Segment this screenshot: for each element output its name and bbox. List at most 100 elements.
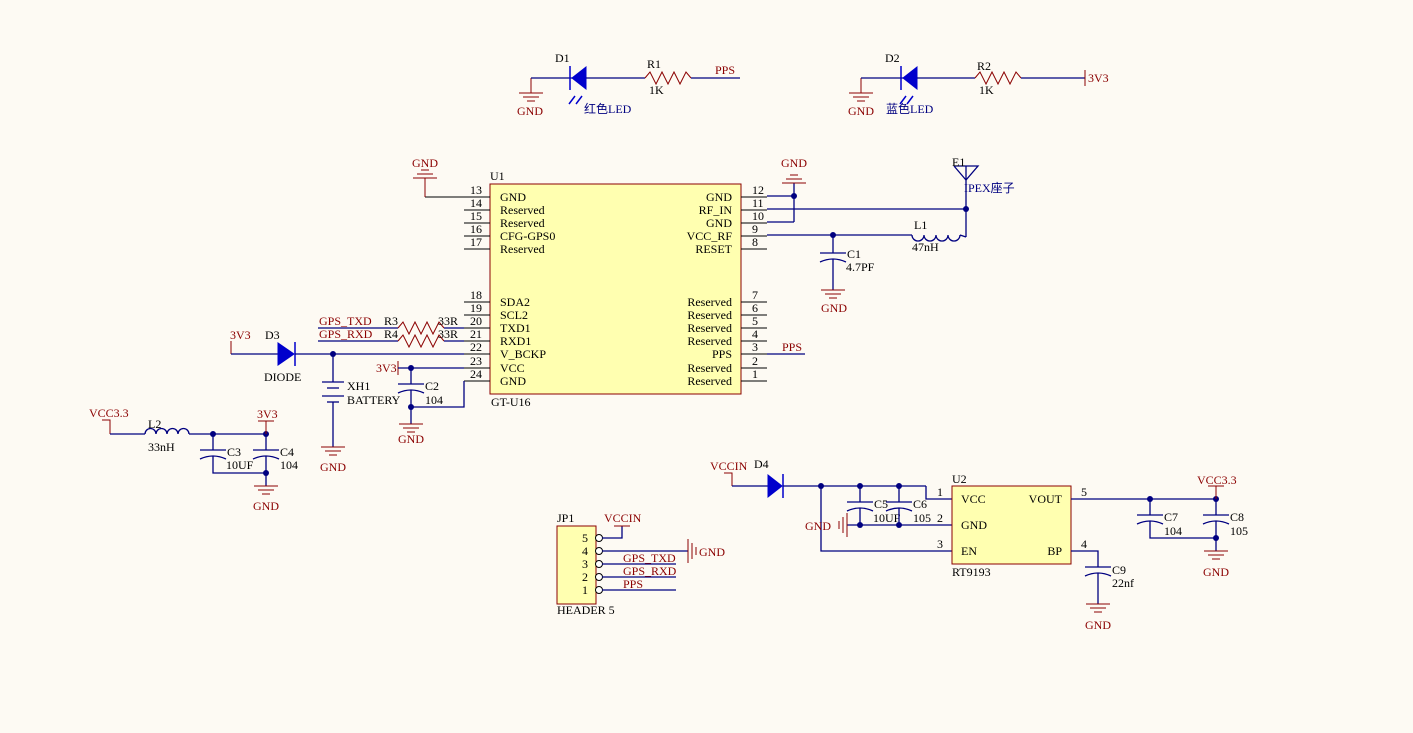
net-pps-label: PPS (623, 577, 643, 591)
u1-pin-18-name: SDA2 (500, 295, 530, 309)
gnd-label: GND (821, 301, 847, 315)
u1-pin-1-num: 1 (752, 367, 758, 381)
c2-ref: C2 (425, 379, 439, 393)
c4-ref: C4 (280, 445, 294, 459)
u1-pin-7-num: 7 (752, 288, 758, 302)
u2-part: RT9193 (952, 565, 991, 579)
l2-ref: L2 (148, 417, 161, 431)
u1-pin-5-name: Reserved (687, 321, 732, 335)
net-3v3-label: 3V3 (376, 361, 397, 375)
jp1-pin-5-socket (595, 534, 603, 542)
u2-pin5-num: 5 (1081, 485, 1087, 499)
r3-ref: R3 (384, 314, 398, 328)
u1-pin-6-num: 6 (752, 301, 758, 315)
c1-value: 4.7PF (846, 260, 875, 274)
resistor-r3: GPS_TXD R3 33R (318, 314, 464, 336)
gnd-label: GND (398, 432, 424, 446)
r2-value: 1K (979, 83, 994, 97)
gnd-label: GND (848, 104, 874, 118)
gnd-label: GND (253, 499, 279, 513)
u2-pin3-num: 3 (937, 537, 943, 551)
u1-pin-19-name: SCL2 (500, 308, 528, 322)
u1-pin-6-name: Reserved (687, 308, 732, 322)
u1-ref: U1 (490, 169, 505, 183)
xh1-ref: XH1 (347, 379, 370, 393)
net-3v3-label: 3V3 (1088, 71, 1109, 85)
u2-pin2-name: GND (961, 518, 987, 532)
led-d2: D2 蓝色LED (860, 51, 975, 116)
e1-value: IPEX座子 (964, 180, 1015, 195)
net-vcc33-label: VCC3.3 (1197, 473, 1237, 487)
c5-value: 10UF (873, 511, 901, 525)
u1-pin-13-num: 13 (470, 183, 482, 197)
gnd-label: GND (517, 104, 543, 118)
gnd-label: GND (781, 156, 807, 170)
u2-pin3-name: EN (961, 544, 977, 558)
u1-pin-1-name: Reserved (687, 374, 732, 388)
u1-pin-9-num: 9 (752, 222, 758, 236)
jp1-pin-1-socket (595, 586, 603, 594)
u1-pin-24-num: 24 (470, 367, 482, 381)
jp1-part: HEADER 5 (557, 603, 615, 617)
d2-ref: D2 (885, 51, 900, 65)
u1-pin-19-num: 19 (470, 301, 482, 315)
u1-pin-11-name: RF_IN (699, 203, 733, 217)
power-3v3-top: 3V3 (1084, 70, 1109, 86)
r1-value: 1K (649, 83, 664, 97)
u2-ref: U2 (952, 472, 967, 486)
u2-pin4-num: 4 (1081, 537, 1087, 551)
u1-pin-18-num: 18 (470, 288, 482, 302)
u1-pin-17-num: 17 (470, 235, 482, 249)
jp1-pin-2-socket (595, 573, 603, 581)
gnd-label: GND (320, 460, 346, 474)
net-pps-label: PPS (782, 340, 802, 354)
net-gps-txd-label: GPS_TXD (623, 551, 676, 565)
c4-value: 104 (280, 458, 298, 472)
u1-pin-14-name: Reserved (500, 203, 545, 217)
net-gps-rxd-label: GPS_RXD (319, 327, 373, 341)
r3-value: 33R (438, 314, 458, 328)
led-d1: D1 红色LED (530, 51, 645, 116)
resistor-r1: R1 1K (644, 57, 740, 97)
ldo-section: VCCIN D4 C5 10UF C6 105 GND U2 RT9193 (710, 457, 1248, 632)
rf-network: GND L1 47nH E1 IPEX座子 C1 4.7PF GND (767, 155, 1015, 315)
cap-c2: 3V3 C2 104 GND (376, 361, 465, 446)
jp1-pin-4-socket (595, 547, 603, 555)
jp1-pin-3-socket (595, 560, 603, 568)
u1-pin-15-name: Reserved (500, 216, 545, 230)
u1-pin-10-name: GND (706, 216, 732, 230)
c1-ref: C1 (847, 247, 861, 261)
u1-pin-3-name: PPS (712, 347, 732, 361)
net-vccin-label: VCCIN (710, 459, 748, 473)
c7-value: 104 (1164, 524, 1182, 538)
u1-pin-20-num: 20 (470, 314, 482, 328)
l1-value: 47nH (912, 240, 939, 254)
u1-pin-16-name: CFG-GPS0 (500, 229, 555, 243)
u1-pin-2-num: 2 (752, 354, 758, 368)
c6-value: 105 (913, 511, 931, 525)
jp1-pin-3-num: 3 (582, 557, 588, 571)
u1-pin-8-name: RESET (695, 242, 732, 256)
battery-xh1: XH1 BATTERY GND (320, 354, 401, 474)
u1-pin-22-num: 22 (470, 340, 482, 354)
net-gps-rxd-label: GPS_RXD (623, 564, 677, 578)
jp1-pin-2-num: 2 (582, 570, 588, 584)
u2-pin4-name: BP (1047, 544, 1062, 558)
net-vccin-label: VCCIN (604, 511, 642, 525)
gnd-label: GND (412, 156, 438, 170)
r2-ref: R2 (977, 59, 991, 73)
e1-ref: E1 (952, 155, 965, 169)
filter-l2-c3-c4: VCC3.3 L2 33nH 3V3 C3 10UF C4 104 GND (89, 406, 298, 513)
jp1-pin-4-num: 4 (582, 544, 588, 558)
gnd-symbol-d2: GND (848, 92, 874, 118)
r4-value: 33R (438, 327, 458, 341)
c3-value: 10UF (226, 458, 254, 472)
u1-pin-7-name: Reserved (687, 295, 732, 309)
l2-value: 33nH (148, 440, 175, 454)
c2-value: 104 (425, 393, 443, 407)
u1-pin-24-name: GND (500, 374, 526, 388)
net-gps-txd-label: GPS_TXD (319, 314, 372, 328)
u2-pin5-name: VOUT (1029, 492, 1063, 506)
